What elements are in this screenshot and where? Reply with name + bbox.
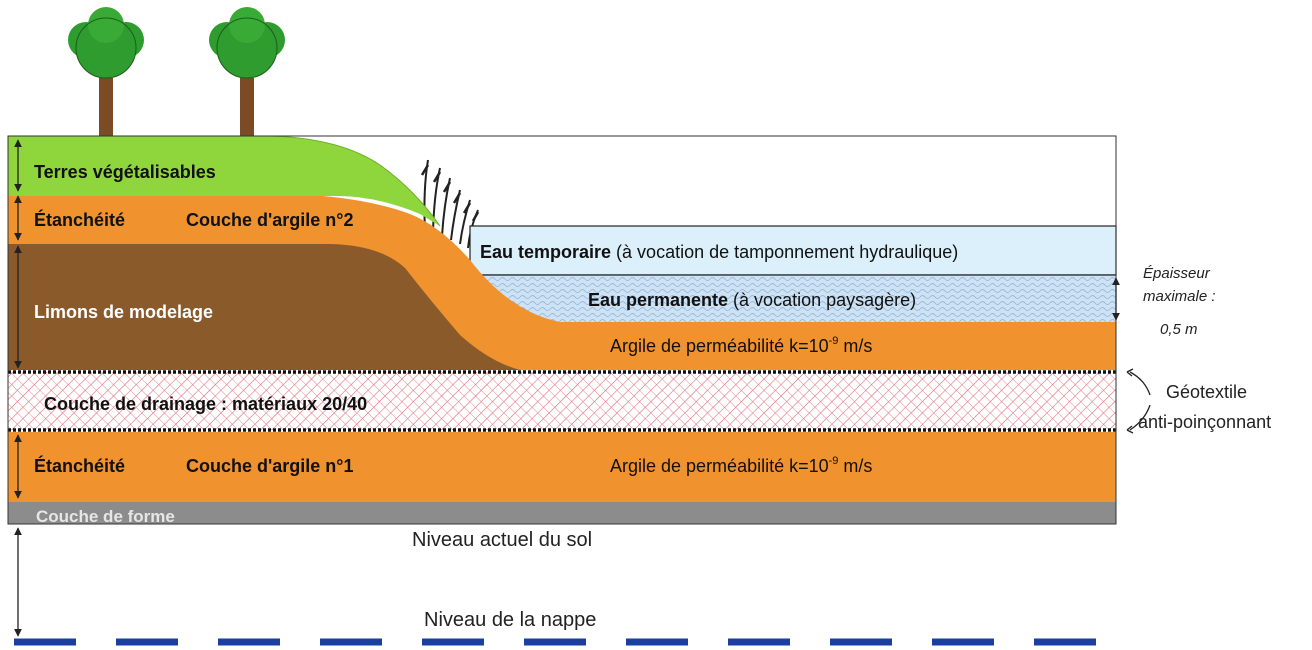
- label-argile-perm-lower: Argile de perméabilité k=10-9 m/s: [610, 455, 872, 476]
- geotextile-bracket: [1126, 368, 1151, 434]
- water-temporaire: [469, 225, 1117, 276]
- label-epaisseur-2: maximale :: [1143, 288, 1216, 305]
- water-permanente: [470, 274, 1116, 324]
- label-etancheite-bottom: Étanchéité: [34, 455, 125, 476]
- label-niveau-sol: Niveau actuel du sol: [412, 529, 592, 551]
- eau-temporaire-bold: Eau temporaire: [480, 242, 611, 262]
- label-eau-temporaire: Eau temporaire (à vocation de tamponneme…: [480, 242, 958, 262]
- drainage-layer: [8, 370, 1116, 432]
- label-limons: Limons de modelage: [34, 302, 213, 322]
- tree-left-icon: [68, 7, 144, 136]
- dimension-arrows: [14, 139, 1120, 637]
- label-argile-1: Couche d'argile n°1: [186, 456, 354, 476]
- argile-perm-exponent-2: -9: [829, 455, 839, 467]
- label-etancheite-top: Étanchéité: [34, 209, 125, 230]
- label-geotextile-1: Géotextile: [1166, 382, 1247, 402]
- label-epaisseur-3: 0,5 m: [1160, 321, 1198, 338]
- label-eau-permanente: Eau permanente (à vocation paysagère): [588, 290, 916, 310]
- tree-right-icon: [209, 7, 285, 136]
- couche-de-forme-layer: [8, 502, 1116, 524]
- label-terres: Terres végétalisables: [34, 162, 216, 182]
- terres-vegetalisables-layer: [8, 136, 440, 226]
- label-argile-perm-upper: Argile de perméabilité k=10-9 m/s: [610, 335, 872, 356]
- eau-permanente-bold: Eau permanente: [588, 290, 728, 310]
- argile-perm-exponent: -9: [829, 335, 839, 347]
- label-drainage: Couche de drainage : matériaux 20/40: [44, 394, 367, 414]
- eau-permanente-rest: (à vocation paysagère): [728, 290, 916, 310]
- eau-temporaire-rest: (à vocation de tamponnement hydraulique): [611, 242, 958, 262]
- label-geotextile-2: anti-poinçonnant: [1138, 412, 1271, 432]
- label-epaisseur-1: Épaisseur: [1143, 265, 1211, 282]
- label-couche-forme: Couche de forme: [36, 507, 175, 526]
- limons-layer: [8, 244, 520, 370]
- section-border: [7, 135, 1117, 525]
- label-argile-2: Couche d'argile n°2: [186, 210, 354, 230]
- argile-perm-unit: m/s: [838, 336, 872, 356]
- label-niveau-nappe: Niveau de la nappe: [424, 609, 596, 631]
- argile-perm-unit-2: m/s: [838, 456, 872, 476]
- argile-perm-text: Argile de perméabilité k=10: [610, 336, 829, 356]
- argile-layer-lower: [8, 432, 1116, 502]
- argile-perm-text-2: Argile de perméabilité k=10: [610, 456, 829, 476]
